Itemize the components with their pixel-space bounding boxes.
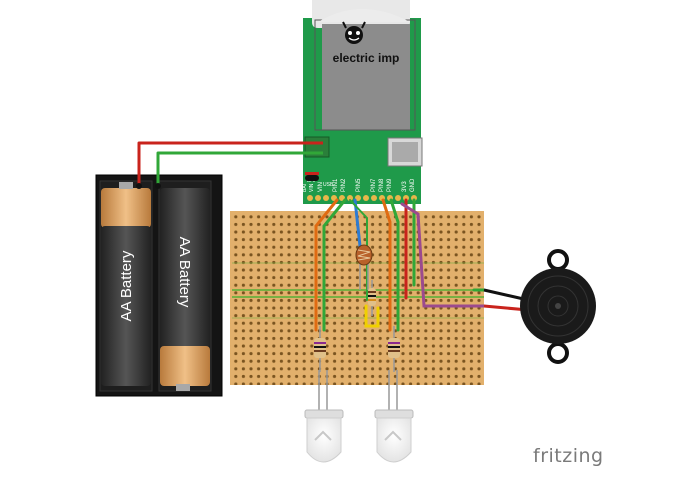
wire-pin5-blue xyxy=(353,198,362,248)
pin-label-pin9: PIN9 xyxy=(387,178,393,192)
piezo-buzzer xyxy=(483,249,596,364)
led-left xyxy=(304,370,344,463)
wire-pin9-green xyxy=(389,198,400,332)
wire-pin8-orange xyxy=(381,198,392,332)
electric-imp-board: electric imp BAT USB VIN PIN1 PIN2 xyxy=(302,0,423,204)
battery-cell-left: AA Battery xyxy=(101,182,151,386)
wire-pin1-green xyxy=(322,198,347,332)
wire-pin1-orange xyxy=(314,198,339,332)
pin-label-pin8: PIN8 xyxy=(379,178,385,192)
imp-pin-labels: VIN PIN1 PIN2 PIN5 PIN7 PIN8 PIN9 3V3 GN… xyxy=(302,178,416,192)
pin-label-pin1: PIN1 xyxy=(333,178,339,192)
wire-pin7-purple xyxy=(400,202,486,308)
battery-cell-right: AA Battery xyxy=(160,188,210,391)
pin-label-vin: VIN xyxy=(318,182,324,192)
pin-label-pin5: PIN5 xyxy=(356,178,362,192)
electric-imp-logo-text: electric imp xyxy=(333,51,400,65)
fritzing-watermark: fritzing xyxy=(533,445,604,467)
wire-buzzer-black xyxy=(483,288,529,302)
wire-pin2-green xyxy=(349,199,368,301)
pin-label-bat-left: BAT xyxy=(302,183,308,192)
battery-label-right: AA Battery xyxy=(176,237,193,308)
photocell xyxy=(355,244,373,290)
battery-label-left: AA Battery xyxy=(118,250,135,321)
signal-wires xyxy=(314,198,486,332)
wire-battery-positive xyxy=(137,141,323,186)
usb-label: USB xyxy=(323,182,334,188)
wire-jumper-yellow xyxy=(364,304,380,328)
pin-label-vin-left: VIN xyxy=(309,183,315,192)
imp-header-pins xyxy=(307,195,417,201)
resistor-led-left xyxy=(314,326,326,372)
pin-label-3v3: 3V3 xyxy=(402,181,408,192)
pin-label-pin2: PIN2 xyxy=(341,178,347,192)
electric-imp-logo-icon xyxy=(342,21,366,44)
resistor-led-right xyxy=(388,326,400,372)
pin-label-gnd: GND xyxy=(410,178,416,192)
stripboard xyxy=(230,211,484,385)
led-right xyxy=(374,370,414,463)
wire-battery-negative xyxy=(156,151,323,186)
resistor-photocell xyxy=(368,280,376,316)
battery-wires xyxy=(136,141,323,189)
pin-label-pin7: PIN7 xyxy=(371,178,377,192)
battery-pack: AA Battery AA Battery xyxy=(95,174,223,397)
